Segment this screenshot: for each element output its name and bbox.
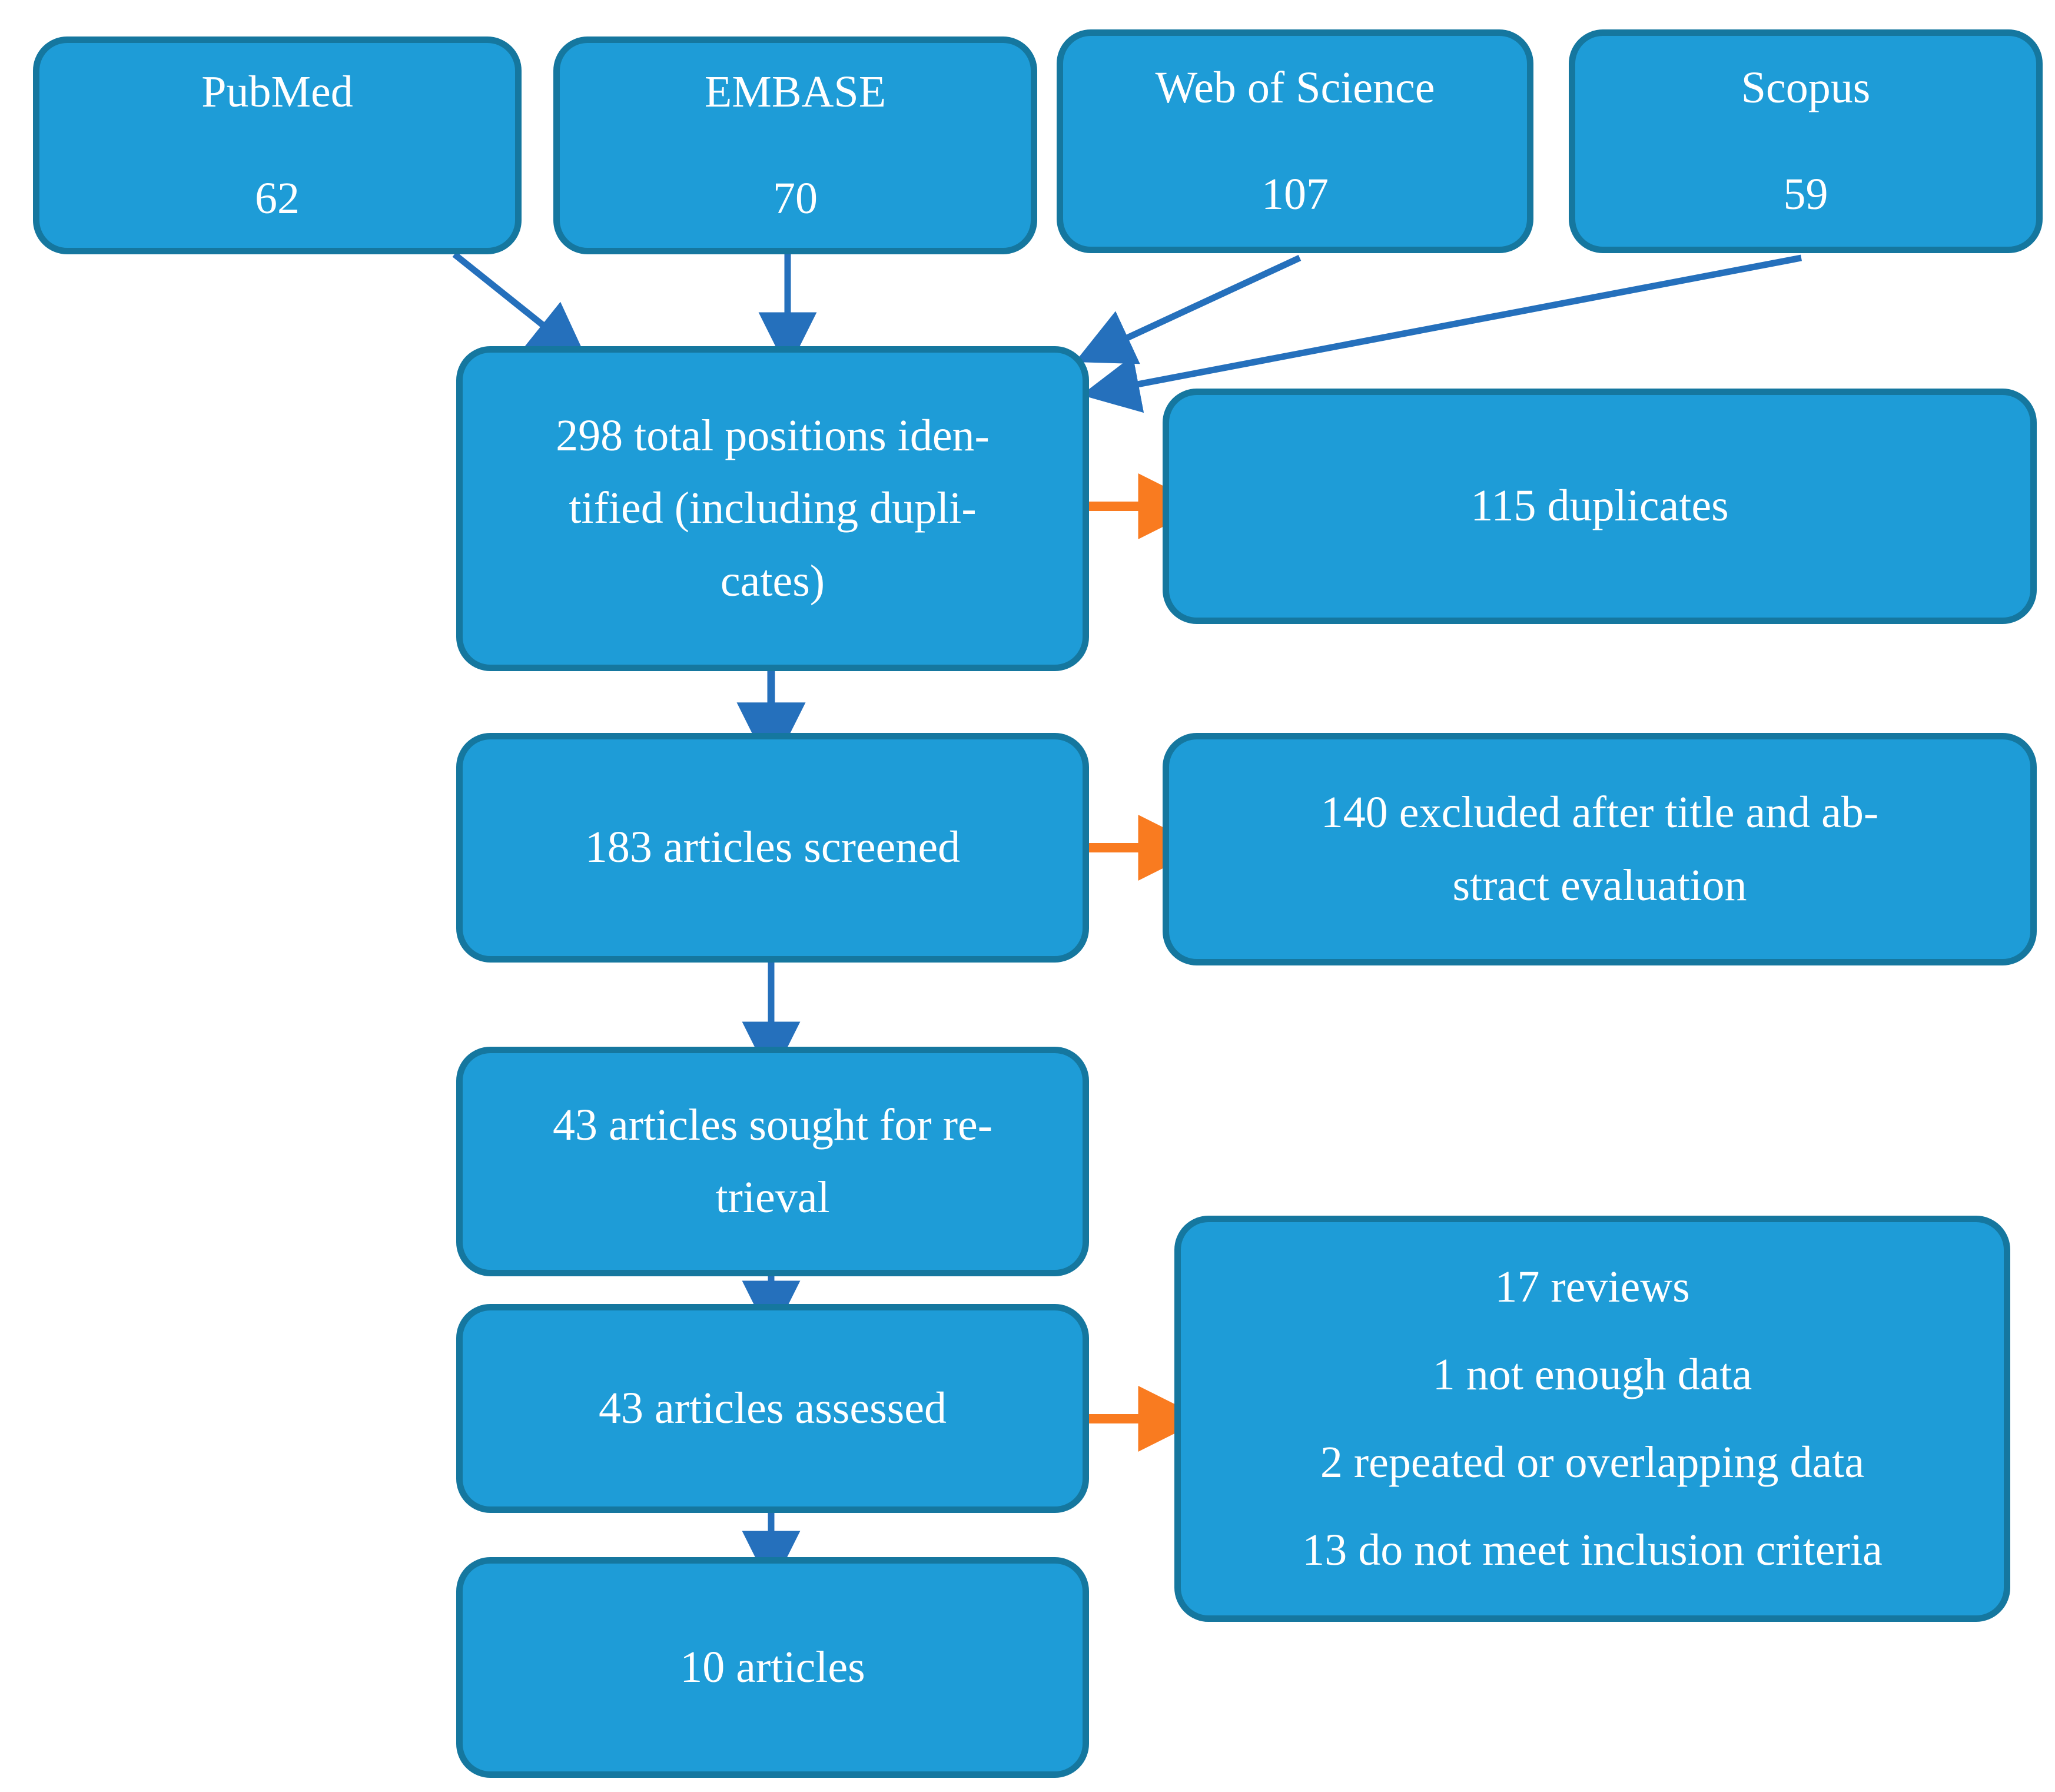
arrow-webofscience-to-identified bbox=[1075, 255, 1302, 364]
identified-line-2: tified (including dupli- bbox=[569, 483, 977, 533]
source-count-pubmed: 62 bbox=[255, 174, 300, 223]
source-box-scopus[interactable]: Scopus 59 bbox=[1569, 29, 2043, 253]
arrow-scopus-to-identified bbox=[1081, 254, 1802, 413]
flow-box-included[interactable]: 10 articles bbox=[456, 1557, 1089, 1778]
reason-line-4: 13 do not meet inclusion criteria bbox=[1302, 1525, 1883, 1575]
flow-box-identified[interactable]: 298 total positions iden- tified (includ… bbox=[456, 346, 1089, 671]
source-count-scopus: 59 bbox=[1783, 170, 1828, 219]
reason-line-2: 1 not enough data bbox=[1432, 1349, 1752, 1399]
source-box-pubmed[interactable]: PubMed 62 bbox=[33, 36, 522, 254]
source-name-scopus: Scopus bbox=[1741, 62, 1871, 112]
sought-line-2: trieval bbox=[715, 1173, 830, 1222]
flow-box-sought[interactable]: 43 articles sought for re- trieval bbox=[456, 1047, 1089, 1276]
flow-box-assessed[interactable]: 43 articles assessed bbox=[456, 1304, 1089, 1513]
identified-line-3: cates) bbox=[720, 556, 825, 606]
arrow-pubmed-to-identified bbox=[452, 251, 588, 361]
source-name-embase: EMBASE bbox=[704, 67, 887, 117]
source-name-web-of-science: Web of Science bbox=[1155, 62, 1435, 112]
source-name-pubmed: PubMed bbox=[201, 67, 353, 117]
sought-line-1: 43 articles sought for re- bbox=[552, 1100, 993, 1150]
reason-line-3: 2 repeated or overlapping data bbox=[1320, 1438, 1865, 1487]
duplicates-line-1: 115 duplicates bbox=[1470, 481, 1729, 531]
exclusion-box-duplicates[interactable]: 115 duplicates bbox=[1163, 389, 2037, 624]
source-box-embase[interactable]: EMBASE 70 bbox=[553, 36, 1037, 254]
screened-line-1: 183 articles screened bbox=[585, 822, 961, 872]
source-box-web-of-science[interactable]: Web of Science 107 bbox=[1057, 29, 1533, 253]
exclusion-box-title-abstract[interactable]: 140 excluded after title and ab- stract … bbox=[1163, 733, 2037, 965]
source-count-web-of-science: 107 bbox=[1261, 170, 1329, 219]
included-line-1: 10 articles bbox=[680, 1642, 865, 1692]
identified-line-1: 298 total positions iden- bbox=[556, 411, 990, 461]
exclusion-box-reasons[interactable]: 17 reviews 1 not enough data 2 repeated … bbox=[1174, 1216, 2010, 1622]
assessed-line-1: 43 articles assessed bbox=[599, 1383, 947, 1433]
title-abstract-line-2: stract evaluation bbox=[1452, 860, 1747, 910]
source-count-embase: 70 bbox=[773, 174, 818, 223]
flow-box-screened[interactable]: 183 articles screened bbox=[456, 733, 1089, 963]
reason-line-1: 17 reviews bbox=[1495, 1262, 1690, 1312]
title-abstract-line-1: 140 excluded after title and ab- bbox=[1320, 788, 1879, 838]
